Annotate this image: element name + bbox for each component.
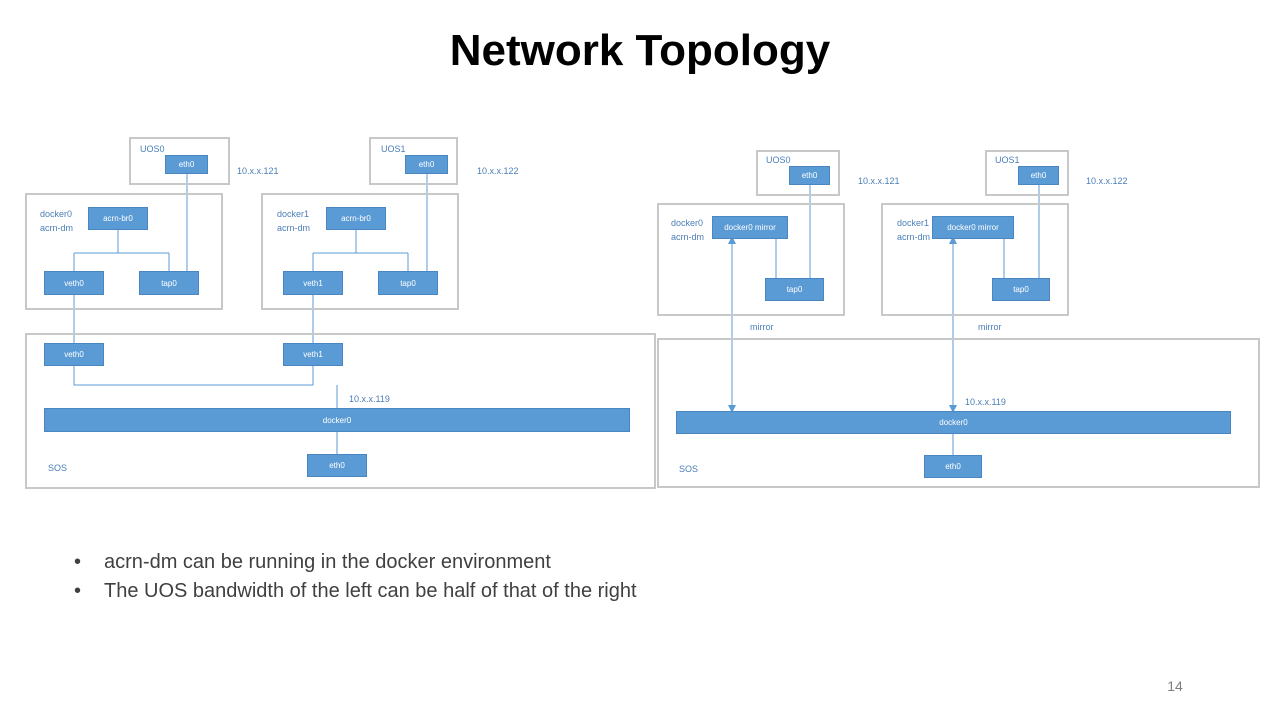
left-dm1-acrn-br0-block: acrn-br0	[326, 207, 386, 230]
right-dm0-acrn-label: acrn-dm	[671, 232, 705, 242]
bullet-item: • acrn-dm can be running in the docker en…	[74, 548, 637, 577]
left-acrn-dm0-frame	[25, 193, 223, 310]
left-uos0-ip: 10.x.x.121	[237, 166, 279, 176]
left-uos0-frame	[129, 137, 230, 185]
right-dm1-mirror-label: mirror	[978, 322, 1002, 332]
left-uos1-eth0-block: eth0	[405, 155, 448, 174]
left-dm0-veth0-block: veth0	[44, 271, 104, 295]
right-dm0-mirror-block: docker0 mirror	[712, 216, 788, 239]
right-sos-docker0-bar: docker0	[676, 411, 1231, 434]
right-dm0-docker-label: docker0	[671, 218, 704, 228]
left-dm1-veth1-block: veth1	[283, 271, 343, 295]
right-uos1-label: UOS1	[995, 155, 1020, 165]
left-sos-veth1-block: veth1	[283, 343, 343, 366]
left-sos-eth0-block: eth0	[307, 454, 367, 477]
bullet-item: • The UOS bandwidth of the left can be ha…	[74, 577, 637, 606]
bullet-list: • acrn-dm can be running in the docker en…	[74, 548, 637, 606]
slide-title: Network Topology	[449, 26, 831, 75]
left-dm0-acrn-br0-block: acrn-br0	[88, 207, 148, 230]
bullet-text: acrn-dm can be running in the docker env…	[104, 551, 551, 573]
left-sos-veth0-block: veth0	[44, 343, 104, 366]
right-uos0-ip: 10.x.x.121	[858, 176, 900, 186]
right-sos-label: SOS	[679, 464, 699, 474]
right-dm1-acrn-label: acrn-dm	[897, 232, 931, 242]
right-uos1-frame	[985, 150, 1069, 196]
left-uos0-label: UOS0	[140, 144, 165, 154]
right-uos0-label: UOS0	[766, 155, 791, 165]
bullet-dot-icon: •	[74, 580, 82, 602]
right-acrn-dm1-frame	[881, 203, 1069, 316]
right-acrn-dm0-frame	[657, 203, 845, 316]
left-sos-frame	[25, 333, 656, 489]
left-dm1-docker-label: docker1	[277, 209, 310, 219]
left-dm0-tap0-block: tap0	[139, 271, 199, 295]
page-number: 14	[1167, 678, 1183, 694]
bullet-text: The UOS bandwidth of the left can be hal…	[104, 580, 637, 602]
right-dm0-mirror-label: mirror	[750, 322, 774, 332]
right-uos1-eth0-block: eth0	[1018, 166, 1059, 185]
right-dm1-tap0-block: tap0	[992, 278, 1050, 301]
right-uos0-eth0-block: eth0	[789, 166, 830, 185]
left-sos-ip: 10.x.x.119	[349, 394, 390, 404]
left-uos1-label: UOS1	[381, 144, 406, 154]
right-dm1-docker-label: docker1	[897, 218, 930, 228]
right-uos0-frame	[756, 150, 840, 196]
left-uos0-eth0-block: eth0	[165, 155, 208, 174]
right-dm0-tap0-block: tap0	[765, 278, 824, 301]
left-sos-docker0-bar: docker0	[44, 408, 630, 432]
right-sos-frame	[657, 338, 1260, 488]
left-uos1-frame	[369, 137, 458, 185]
left-sos-label: SOS	[48, 463, 68, 473]
right-uos1-ip: 10.x.x.122	[1086, 176, 1128, 186]
left-dm1-acrn-label: acrn-dm	[277, 223, 311, 233]
right-sos-ip: 10.x.x.119	[965, 397, 1006, 407]
right-sos-eth0-block: eth0	[924, 455, 982, 478]
left-dm1-tap0-block: tap0	[378, 271, 438, 295]
left-dm0-docker-label: docker0	[40, 209, 73, 219]
left-uos1-ip: 10.x.x.122	[477, 166, 519, 176]
right-dm1-mirror-block: docker0 mirror	[932, 216, 1014, 239]
left-dm0-acrn-label: acrn-dm	[40, 223, 74, 233]
bullet-dot-icon: •	[74, 551, 82, 573]
left-acrn-dm1-frame	[261, 193, 459, 310]
